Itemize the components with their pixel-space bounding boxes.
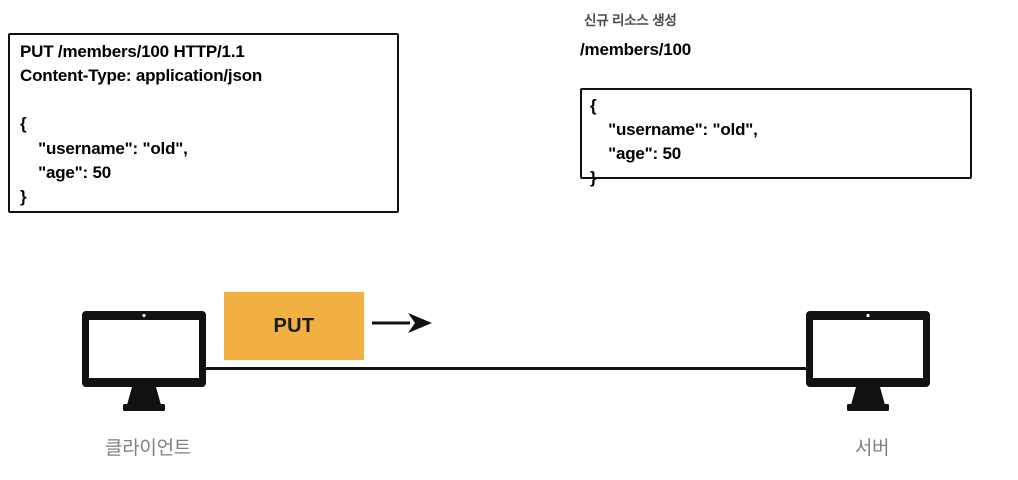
http-request-box: [8, 33, 399, 213]
http-method-chip: PUT: [224, 292, 364, 360]
resource-body-box: [580, 88, 972, 179]
http-request-text: PUT /members/100 HTTP/1.1 Content-Type: …: [20, 42, 263, 206]
resource-json-text: { "username": "old", "age": 50 }: [590, 96, 758, 188]
server-computer-icon: [806, 311, 930, 411]
resource-caption: 신규 리소스 생성: [584, 13, 677, 28]
client-label: 클라이언트: [105, 438, 191, 459]
client-computer-icon: [82, 311, 206, 411]
connection-line: [200, 367, 818, 370]
server-label: 서버: [854, 438, 890, 459]
flow-direction-arrow: [372, 313, 432, 333]
resource-path: /members/100: [580, 40, 692, 59]
http-method-label: PUT: [273, 314, 315, 337]
